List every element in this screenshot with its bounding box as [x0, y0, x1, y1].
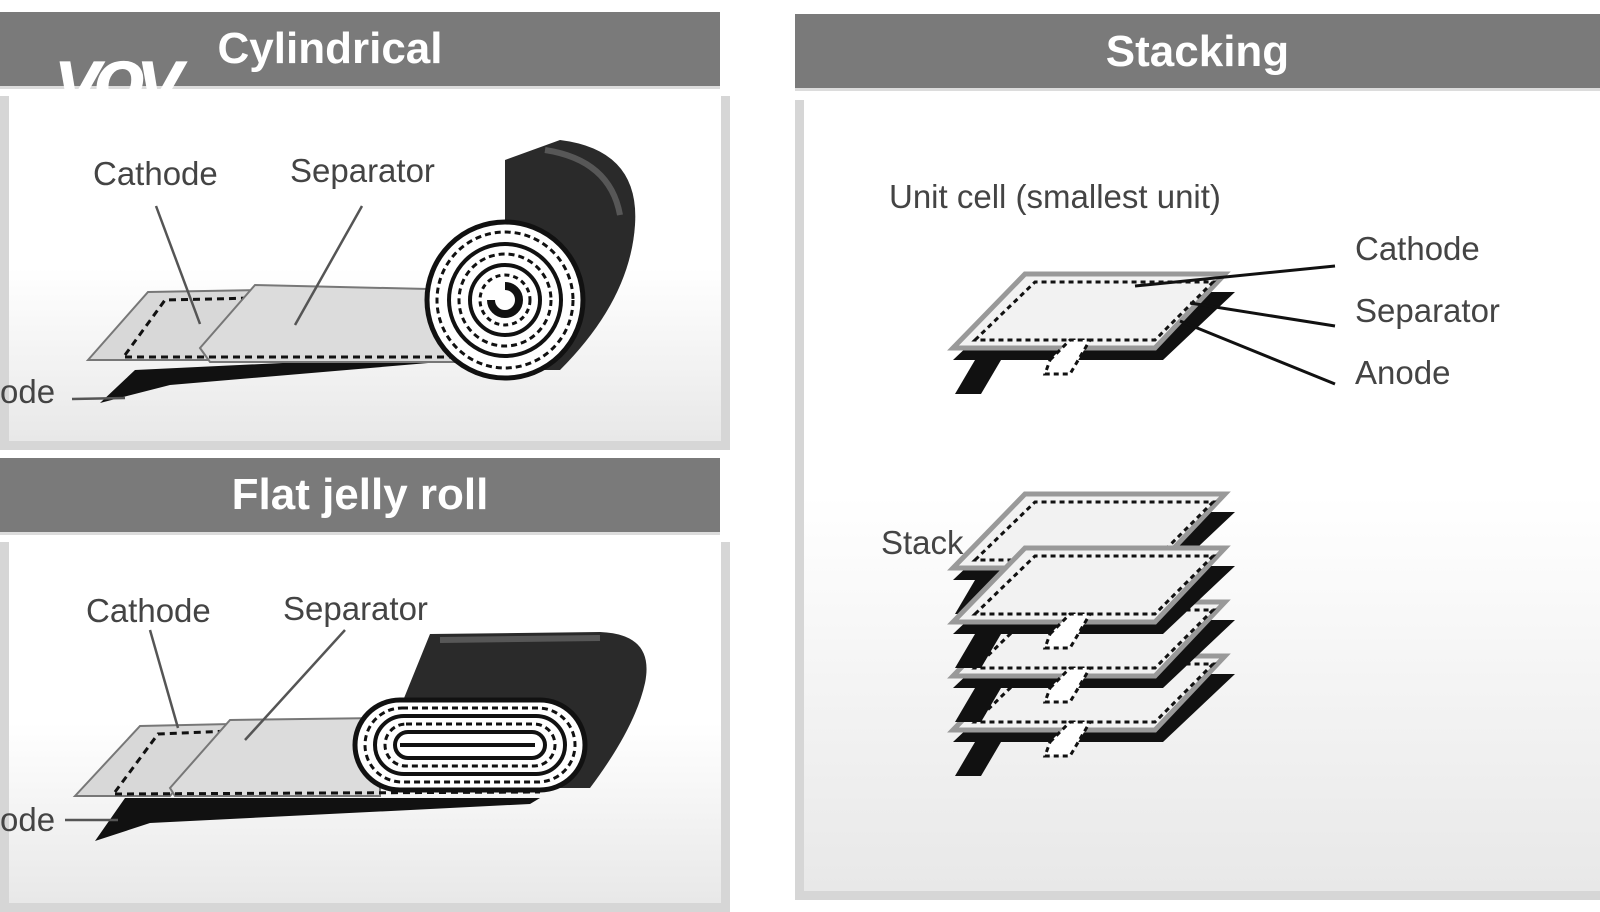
unit-separator-leader — [1189, 301, 1336, 328]
unit-cell-label: Unit cell (smallest unit) — [889, 178, 1221, 215]
stacking-title-banner: Stacking — [795, 14, 1600, 88]
unit-cathode-label: Cathode — [1355, 230, 1480, 267]
unit-cathode-leader — [1134, 264, 1336, 288]
vov-logo: VOV — [55, 50, 184, 120]
unit-anode-leader — [1179, 319, 1336, 386]
cylindrical-title-banner: Cylindrical — [0, 12, 720, 86]
cylindrical-roll-figure — [71, 140, 636, 403]
stacking-title: Stacking — [1105, 27, 1290, 76]
flat-jelly-roll-title: Flat jelly roll — [231, 470, 489, 519]
cylindrical-separator-label: Separator — [290, 152, 435, 189]
unit-cell — [947, 271, 1235, 394]
flat-jelly-roll-title-banner: Flat jelly roll — [0, 458, 720, 532]
unit-anode-label: Anode — [1355, 354, 1451, 391]
flat-cathode-label: Cathode — [86, 592, 211, 629]
cylindrical-separator-leader — [293, 205, 364, 326]
cylindrical-anode-leader — [71, 396, 126, 401]
cylindrical-panel: Cylindrical VOV Cathode Separator ode — [0, 10, 730, 450]
unit-cell-figure — [947, 264, 1336, 776]
cylindrical-anode-label: ode — [0, 373, 56, 410]
flat-separator-label: Separator — [283, 590, 428, 627]
flat-jelly-roll-panel: Flat jelly roll Cathode Separator ode — [0, 458, 730, 912]
cylindrical-cathode-label: Cathode — [93, 155, 218, 192]
flat-jelly-roll-figure — [65, 629, 647, 841]
unit-separator-label: Separator — [1355, 292, 1500, 329]
flat-anode-label: ode — [0, 801, 56, 838]
cylindrical-title: Cylindrical — [217, 24, 443, 73]
stack-label: Stack — [881, 524, 964, 561]
flat-anode-sheet — [95, 798, 540, 841]
cylindrical-anode-sheet — [100, 355, 450, 403]
stack-cell-0 — [947, 545, 1235, 668]
cylindrical-cathode-leader — [154, 205, 202, 325]
stacking-panel: Stacking — [795, 14, 1600, 900]
flat-cathode-leader — [148, 629, 180, 729]
flat-separator-leader — [244, 629, 346, 741]
